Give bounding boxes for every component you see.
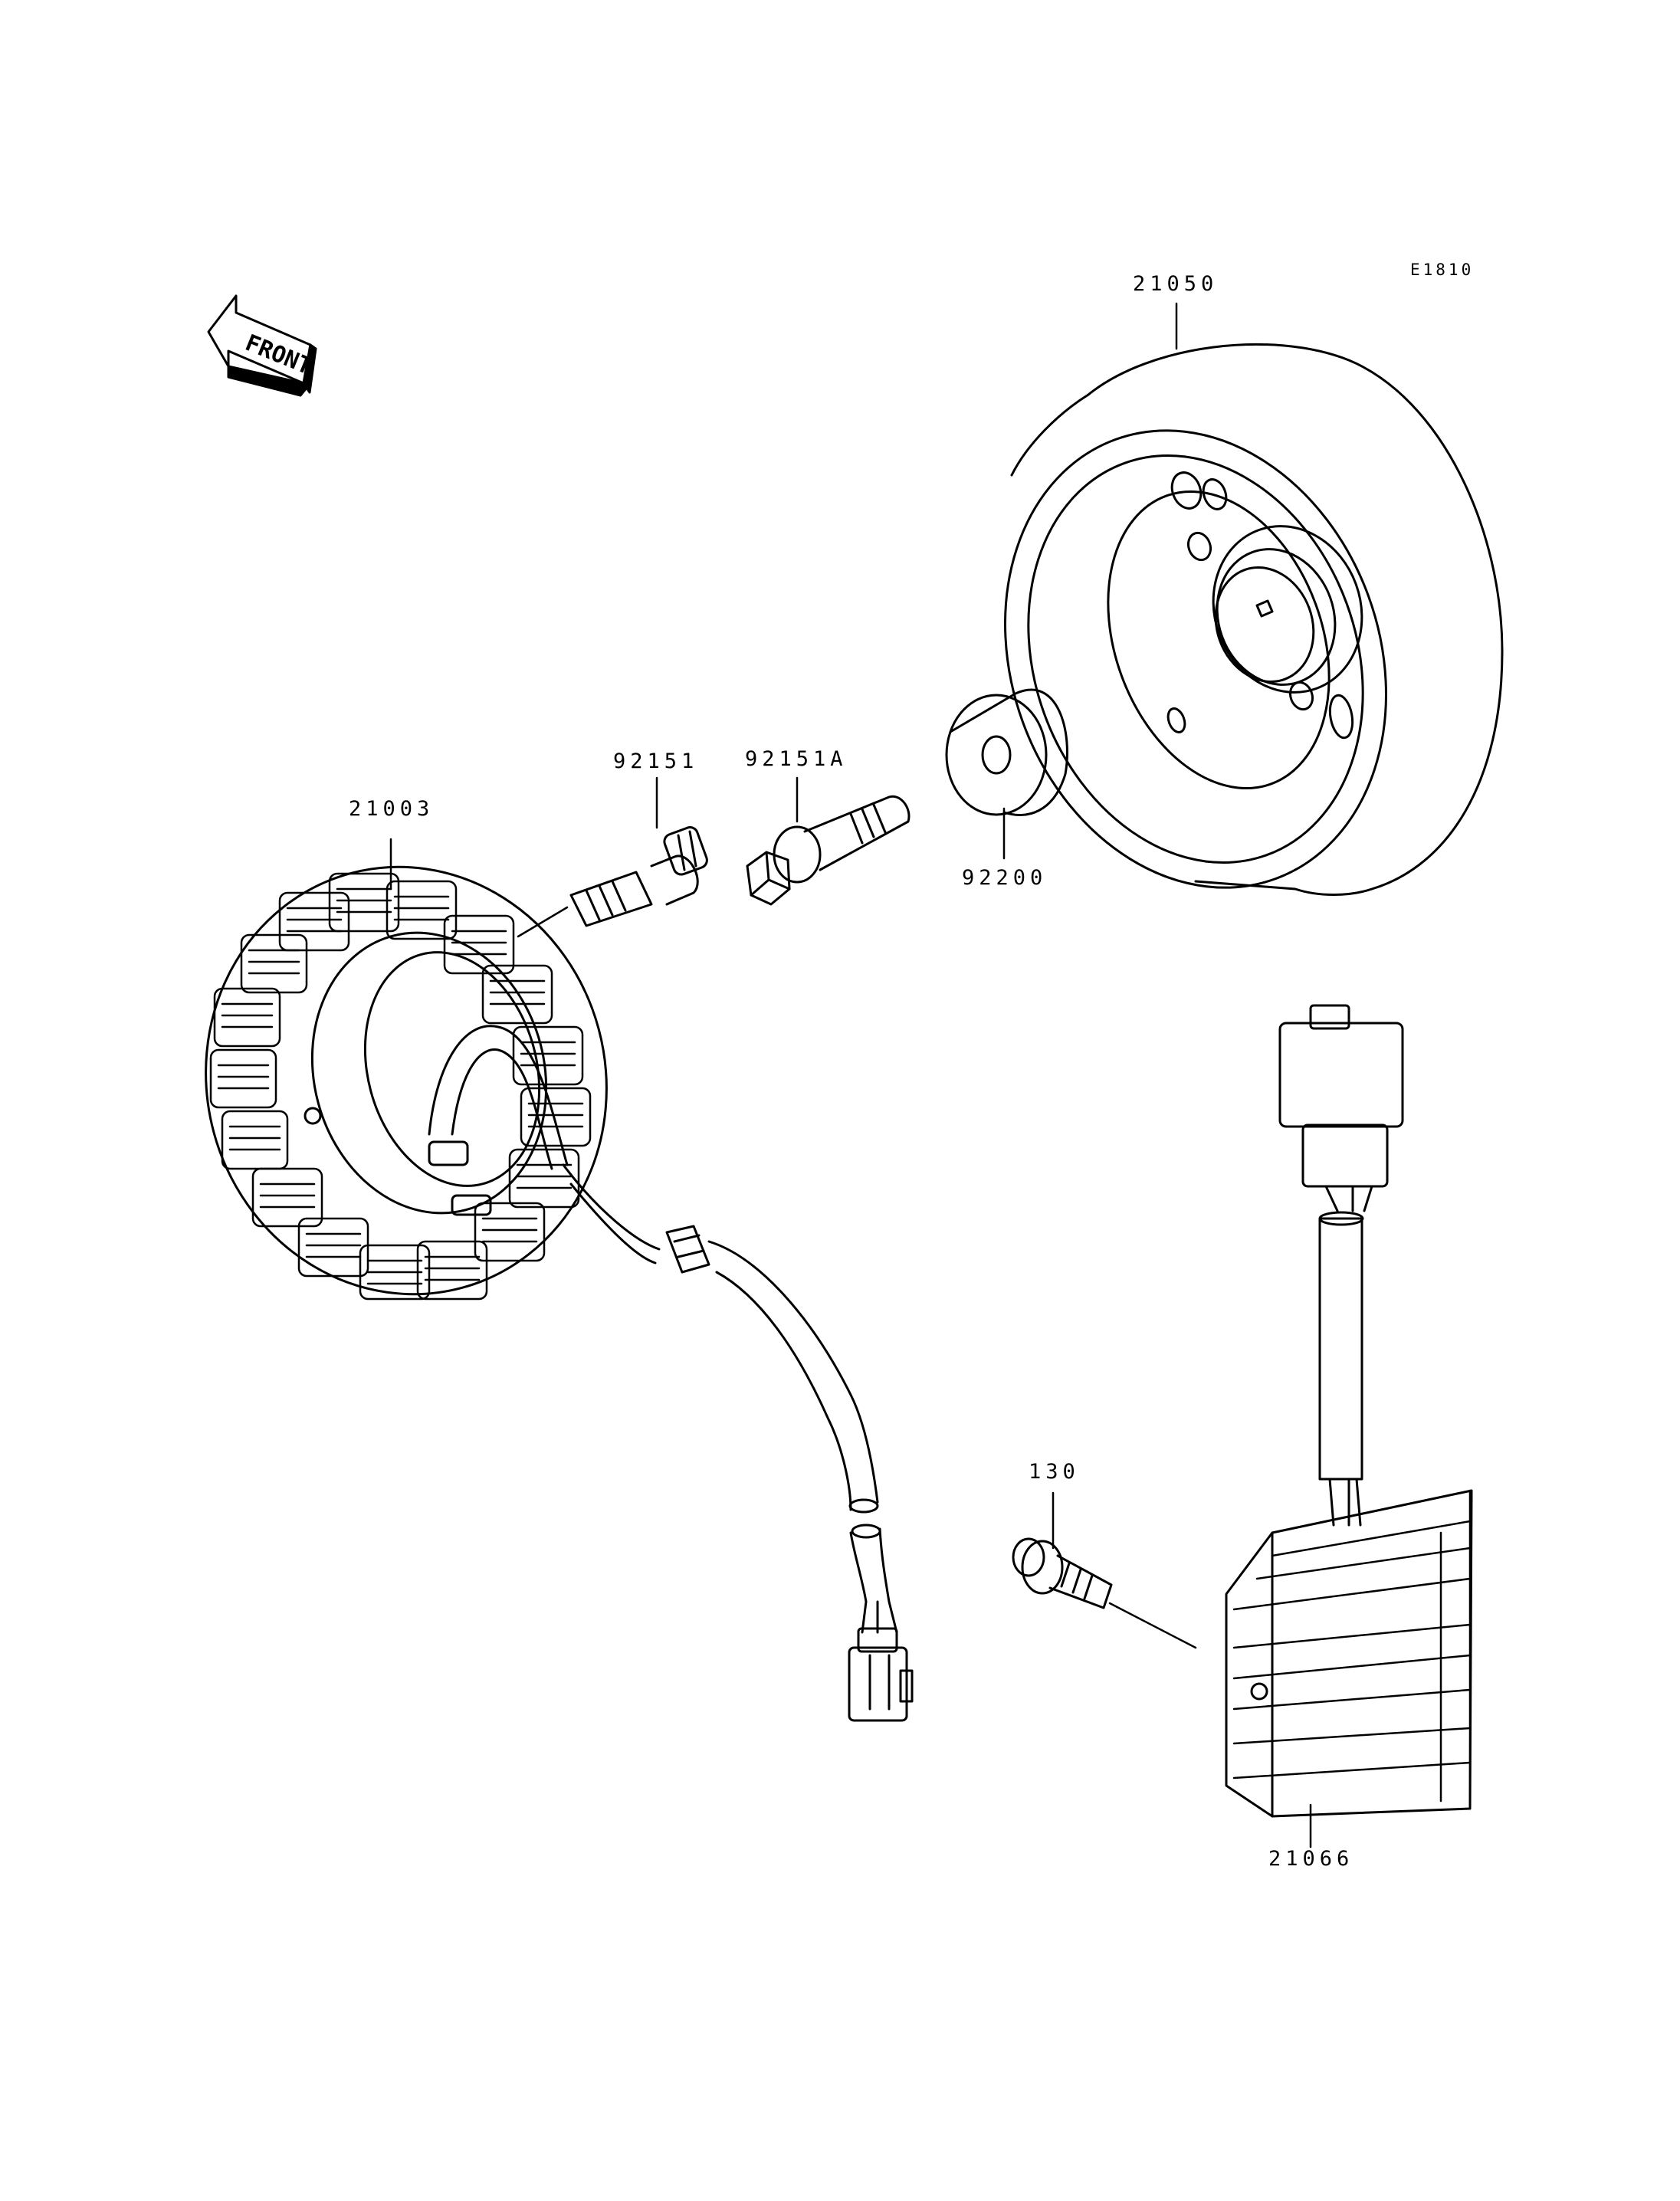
stator-part bbox=[205, 865, 914, 1722]
flange-bolt-part bbox=[1012, 1537, 1113, 1609]
part-label-130: 130 bbox=[1029, 1460, 1080, 1484]
stator-end-connector bbox=[848, 1627, 914, 1722]
stator-connector-inline bbox=[665, 1225, 710, 1274]
part-label-92200: 92200 bbox=[962, 866, 1048, 890]
diagram-code: E1810 bbox=[1410, 261, 1475, 279]
leader-lines bbox=[389, 302, 1312, 1848]
part-label-21003: 21003 bbox=[349, 797, 435, 821]
regulator-part bbox=[1225, 1004, 1473, 1818]
flywheel-rotor bbox=[1004, 343, 1504, 896]
part-label-92151: 92151 bbox=[613, 750, 699, 773]
bolt-a-part bbox=[746, 795, 911, 906]
part-label-92151a: 92151A bbox=[745, 747, 848, 771]
collar-part bbox=[945, 688, 1068, 816]
bolt-part bbox=[569, 826, 708, 927]
part-label-21066: 21066 bbox=[1268, 1847, 1354, 1871]
part-label-21050: 21050 bbox=[1133, 272, 1219, 296]
front-arrow-icon: FRONT bbox=[207, 294, 317, 397]
